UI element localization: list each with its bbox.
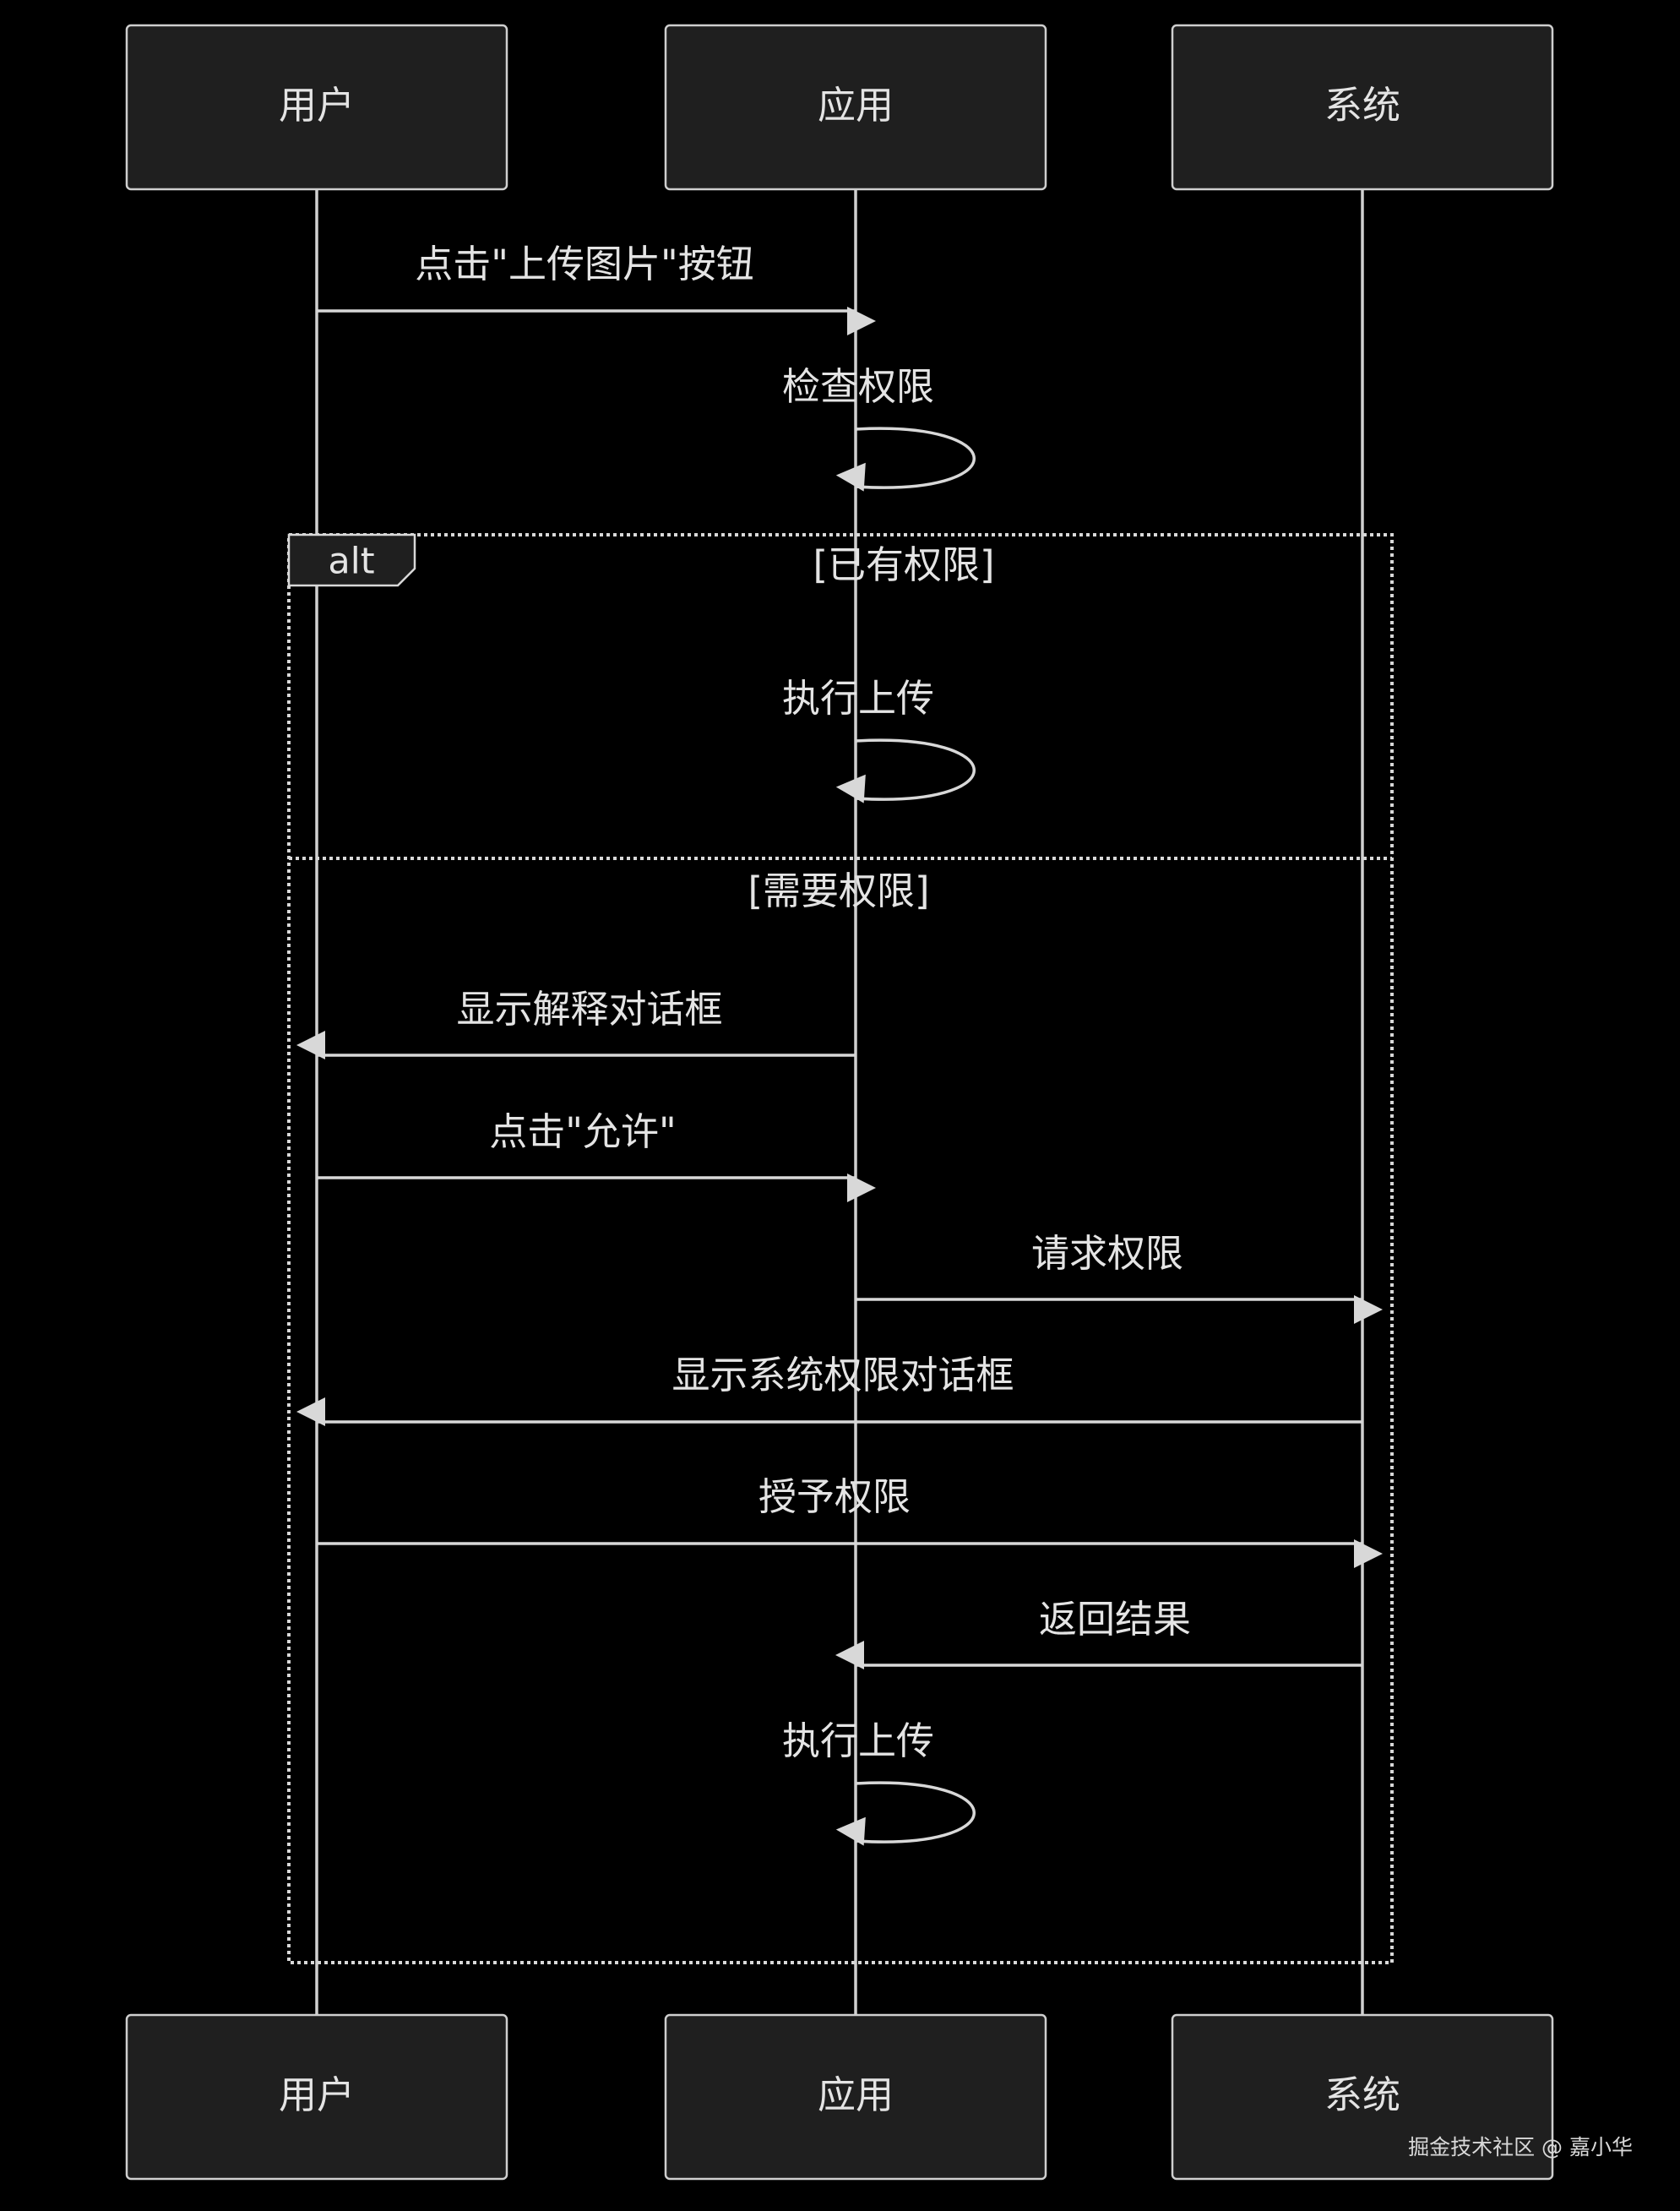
message-label: 授予权限	[758, 1474, 911, 1519]
message-execute-upload-1: 执行上传	[782, 676, 976, 803]
actor-top-system: 系统	[1171, 24, 1554, 191]
message-label: 执行上传	[782, 676, 934, 721]
watermark: 掘金技术社区 @ 嘉小华	[1408, 2135, 1633, 2159]
message-show-system-dialog: 显示系统权限对话框	[296, 1353, 1362, 1426]
guard-has-permission: [已有权限]	[813, 542, 994, 587]
guard-needs-permission: [需要权限]	[748, 869, 929, 913]
alt-frame	[287, 533, 1394, 1964]
message-label: 显示系统权限对话框	[671, 1353, 1014, 1397]
message-check-permission: 检查权限	[782, 364, 976, 492]
actor-bottom-system: 系统	[1171, 2013, 1554, 2181]
actor-label: 应用	[818, 2072, 894, 2117]
actor-label: 系统	[1324, 83, 1400, 128]
actor-label: 系统	[1324, 2072, 1400, 2117]
message-label: 点击"上传图片"按钮	[415, 242, 753, 286]
message-label: 显示解释对话框	[456, 987, 722, 1032]
message-execute-upload-2: 执行上传	[782, 1718, 976, 1846]
actor-top-app: 应用	[664, 24, 1047, 191]
actor-label: 用户	[279, 2072, 355, 2117]
alt-tab	[287, 533, 416, 587]
actor-bottom-app: 应用	[664, 2013, 1047, 2181]
actor-bottom-user: 用户	[125, 2013, 508, 2181]
message-click-upload: 点击"上传图片"按钮	[317, 242, 877, 336]
message-grant-permission: 授予权限	[317, 1474, 1384, 1569]
message-click-allow: 点击"允许"	[317, 1109, 877, 1203]
message-label: 返回结果	[1039, 1597, 1191, 1642]
alt-keyword: alt	[328, 541, 374, 583]
message-label: 执行上传	[782, 1718, 934, 1763]
actor-label: 应用	[818, 83, 894, 128]
alt-fragment: alt [已有权限] [需要权限]	[287, 533, 1394, 1964]
actor-top-user: 用户	[125, 24, 508, 191]
message-return-result: 返回结果	[835, 1597, 1362, 1669]
message-request-permission: 请求权限	[856, 1231, 1384, 1325]
actor-label: 用户	[279, 83, 355, 128]
message-label: 检查权限	[782, 364, 934, 409]
message-show-explain-dialog: 显示解释对话框	[296, 987, 856, 1059]
message-label: 请求权限	[1031, 1231, 1183, 1276]
message-label: 点击"允许"	[489, 1109, 676, 1154]
